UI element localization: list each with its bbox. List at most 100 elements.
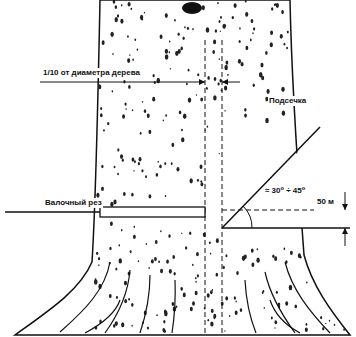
bark-dot bbox=[224, 110, 225, 112]
dimension-label: 50 м bbox=[316, 197, 335, 207]
bark-dot bbox=[304, 247, 306, 251]
bark-dot bbox=[222, 24, 225, 29]
bark-dot bbox=[115, 5, 117, 9]
bark-dot bbox=[101, 187, 104, 191]
bark-dot bbox=[251, 249, 254, 253]
bark-dot bbox=[325, 267, 326, 269]
bark-dot bbox=[296, 89, 299, 94]
bark-dot bbox=[185, 246, 187, 249]
bark-dot bbox=[290, 251, 293, 255]
bark-dot bbox=[209, 241, 211, 244]
bark-dot bbox=[127, 58, 130, 63]
bark-dot bbox=[311, 8, 313, 12]
dimension-line bbox=[222, 82, 240, 83]
bark-dot bbox=[241, 62, 244, 66]
bark-dot bbox=[330, 286, 333, 291]
bark-dot bbox=[154, 81, 156, 84]
bark-dot bbox=[148, 267, 150, 269]
bark-dot bbox=[234, 296, 236, 299]
bark-dot bbox=[94, 279, 98, 285]
bark-dot bbox=[339, 33, 341, 37]
bark-dot bbox=[218, 20, 220, 23]
notch-label: Подсечка bbox=[268, 96, 307, 106]
bark-dot bbox=[232, 16, 234, 19]
bark-dot bbox=[96, 252, 98, 255]
bark-dot bbox=[333, 28, 336, 32]
leader-line bbox=[5, 211, 100, 213]
bark-dot bbox=[98, 84, 101, 89]
bark-dot bbox=[272, 254, 274, 257]
bark-dot bbox=[146, 243, 147, 245]
bark-dot bbox=[158, 161, 159, 163]
bark-dot bbox=[245, 0, 247, 2]
bark-dot bbox=[113, 0, 116, 4]
bark-dot bbox=[189, 178, 192, 183]
bark-dot bbox=[302, 36, 304, 39]
bark-dot bbox=[169, 269, 172, 274]
bark-dot bbox=[200, 165, 203, 169]
bark-dot bbox=[343, 58, 344, 60]
bark-dot bbox=[265, 51, 268, 55]
bark-dot bbox=[244, 255, 247, 259]
bark-dot bbox=[200, 182, 203, 186]
bark-dot bbox=[128, 85, 131, 89]
bark-dot bbox=[343, 61, 346, 65]
bark-dot bbox=[189, 232, 191, 235]
bark-dot bbox=[274, 256, 277, 261]
bark-dot bbox=[259, 72, 263, 78]
bark-dot bbox=[210, 253, 211, 255]
bark-dot bbox=[132, 109, 133, 111]
bark-dot bbox=[122, 114, 125, 118]
bark-dot bbox=[320, 316, 322, 319]
knot bbox=[182, 2, 202, 14]
bark-dot bbox=[340, 91, 342, 94]
bark-dot bbox=[215, 29, 217, 33]
bark-dot bbox=[281, 10, 284, 14]
bark-dot bbox=[156, 314, 158, 316]
bark-dot bbox=[271, 7, 273, 11]
bark-dot bbox=[160, 35, 163, 39]
bark-dot bbox=[270, 42, 273, 47]
bark-dot bbox=[98, 264, 99, 266]
bark-dot bbox=[109, 294, 112, 298]
bark-dot bbox=[139, 157, 142, 162]
bark-dot bbox=[163, 119, 164, 121]
bark-dot bbox=[121, 229, 123, 231]
bark-dot bbox=[142, 101, 143, 103]
bark-dot bbox=[325, 323, 326, 325]
bark-dot bbox=[180, 287, 183, 291]
bark-dot bbox=[133, 170, 134, 172]
bark-dot bbox=[276, 3, 279, 8]
bark-dot bbox=[141, 169, 143, 172]
bark-dot bbox=[343, 328, 345, 331]
bark-dot bbox=[107, 122, 109, 125]
bark-dot bbox=[225, 254, 227, 257]
bark-dot bbox=[219, 153, 220, 155]
bark-dot bbox=[121, 4, 123, 6]
bark-dot bbox=[274, 320, 277, 324]
bark-dot bbox=[280, 34, 283, 39]
bark-dot bbox=[180, 47, 182, 51]
bark-dot bbox=[316, 274, 318, 277]
bark-dot bbox=[287, 31, 289, 34]
bark-dot bbox=[101, 165, 103, 168]
bark-dot bbox=[274, 327, 275, 329]
bark-dot bbox=[98, 257, 100, 260]
bark-dot bbox=[132, 158, 135, 162]
bark-dot bbox=[224, 85, 227, 90]
bark-dot bbox=[330, 60, 333, 65]
bark-dot bbox=[220, 16, 222, 19]
bark-dot bbox=[130, 250, 132, 253]
bark-dot bbox=[181, 137, 184, 142]
bark-dot bbox=[305, 327, 308, 332]
bark-dot bbox=[317, 73, 319, 76]
bark-dot bbox=[217, 2, 219, 4]
bark-dot bbox=[202, 5, 205, 10]
bark-dot bbox=[147, 113, 150, 117]
bark-dot bbox=[276, 291, 278, 294]
bark-dot bbox=[153, 74, 155, 77]
bark-dot bbox=[298, 253, 301, 258]
bark-dot bbox=[174, 19, 176, 21]
